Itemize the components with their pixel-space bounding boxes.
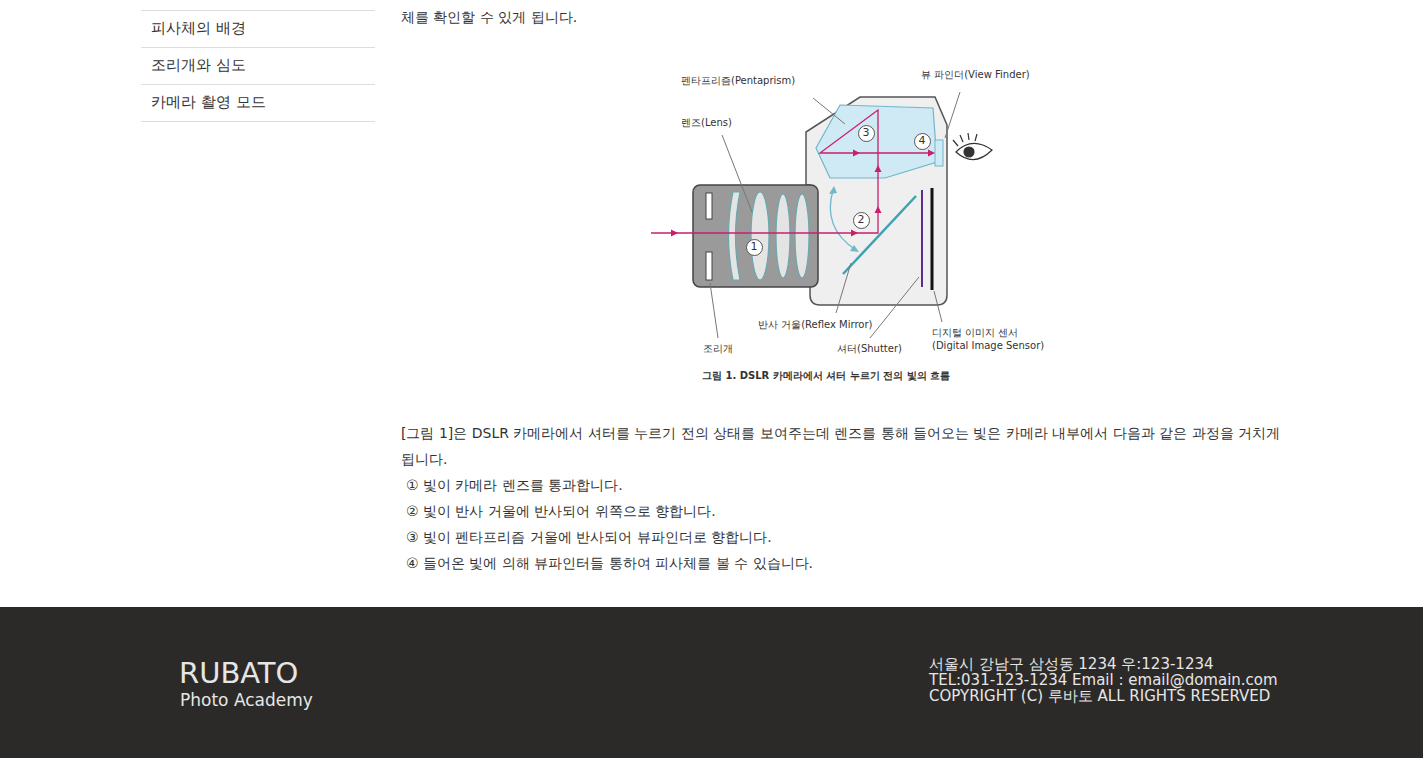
leader-line (710, 283, 718, 338)
callout-circle: 2 (853, 212, 870, 229)
pentaprism (816, 105, 937, 178)
lens-element (751, 192, 769, 280)
callout-number: 3 (863, 127, 870, 139)
menu-item: 카메라 촬영 모드 (151, 92, 266, 112)
lens-element (729, 192, 741, 280)
arrowhead (853, 150, 860, 157)
light-path (651, 110, 933, 233)
part-label: 조리개 (703, 342, 733, 355)
leader-line (934, 291, 942, 322)
part-label: 뷰 파인더(View Finder) (921, 68, 1030, 81)
callout-circle: 3 (858, 125, 875, 142)
list-item: ④ 들어온 빛에 의해 뷰파인터들 통하여 피사체를 볼 수 있습니다. (406, 551, 813, 575)
shutter (921, 190, 923, 287)
part-label: 렌즈(Lens) (681, 116, 732, 129)
arrowhead (671, 230, 678, 237)
leader-line (813, 98, 845, 124)
arrowhead (851, 230, 858, 237)
menu-separators (141, 11, 375, 122)
footer-text: TEL:031-123-1234 Email : email@domain.co… (929, 672, 1278, 688)
eyepiece (935, 140, 943, 166)
footer-text: COPYRIGHT (C) 루바토 ALL RIGHTS RESERVED (929, 688, 1270, 704)
leader-line (722, 135, 752, 212)
body-paragraph: [그림 1]은 DSLR 카메라에서 셔터를 누르기 전의 상태를 보여주는데 … (401, 421, 1286, 472)
separator (141, 47, 375, 48)
arrowhead (928, 150, 935, 157)
brand-subtitle: Photo Academy (180, 690, 313, 710)
callout-number: 4 (919, 135, 926, 147)
eyelash (953, 133, 977, 146)
lens-element (795, 194, 809, 278)
lens-barrel (693, 185, 818, 287)
image-sensor (931, 188, 934, 290)
aperture-blade (706, 252, 712, 280)
light-arrows (671, 150, 935, 237)
separator (141, 10, 375, 11)
leader-line (945, 92, 960, 138)
arrowhead (850, 245, 859, 252)
callout-number: 2 (858, 214, 865, 226)
leader-line (870, 277, 919, 338)
list-item: ② 빛이 반사 거울에 반사되어 위쪽으로 향합니다. (406, 499, 716, 523)
part-label: 펜타프리즘(Pentaprism) (681, 74, 795, 87)
separator (141, 84, 375, 85)
callout-circle: 4 (914, 133, 931, 150)
footer-band: RUBATOPhoto Academy 서울시 강남구 삼성동 1234 우:12… (0, 607, 1423, 758)
arrowhead (829, 186, 837, 194)
separator (141, 121, 375, 122)
callout-number: 1 (751, 241, 758, 253)
arrowhead (875, 206, 882, 213)
lens-element (776, 194, 790, 278)
arrowhead (875, 165, 882, 172)
part-label: 디지털 이미지 센서 (Digital Image Sensor) (932, 326, 1056, 352)
list-item: ③ 빛이 펜타프리즘 거울에 반사되어 뷰파인더로 향합니다. (406, 525, 772, 549)
pupil (964, 147, 974, 157)
leader-line (836, 263, 851, 313)
menu-item: 피사체의 배경 (151, 18, 246, 38)
aperture-blade (706, 193, 712, 219)
lens-elements (729, 192, 810, 280)
list-item: ① 빛이 카메라 렌즈를 통과합니다. (406, 473, 623, 497)
camera-body (806, 97, 947, 305)
eye (953, 133, 992, 160)
brand-name: RUBATO (179, 657, 298, 689)
body-text: 체를 확인할 수 있게 됩니다. (401, 7, 577, 27)
menu-item: 조리개와 심도 (151, 55, 246, 75)
reflex-mirror (843, 196, 916, 274)
leader-lines (710, 92, 960, 338)
figure-caption: 그림 1. DSLR 카메라에서 셔터 누르기 전의 빛의 흐름 (702, 369, 950, 382)
footer-text: 서울시 강남구 삼성동 1234 우:123-1234 (929, 656, 1214, 672)
eye-outline (956, 143, 992, 159)
callout-circle: 1 (746, 239, 763, 256)
part-label: 반사 거울(Reflex Mirror) (758, 318, 872, 331)
part-label: 셔터(Shutter) (837, 342, 902, 355)
